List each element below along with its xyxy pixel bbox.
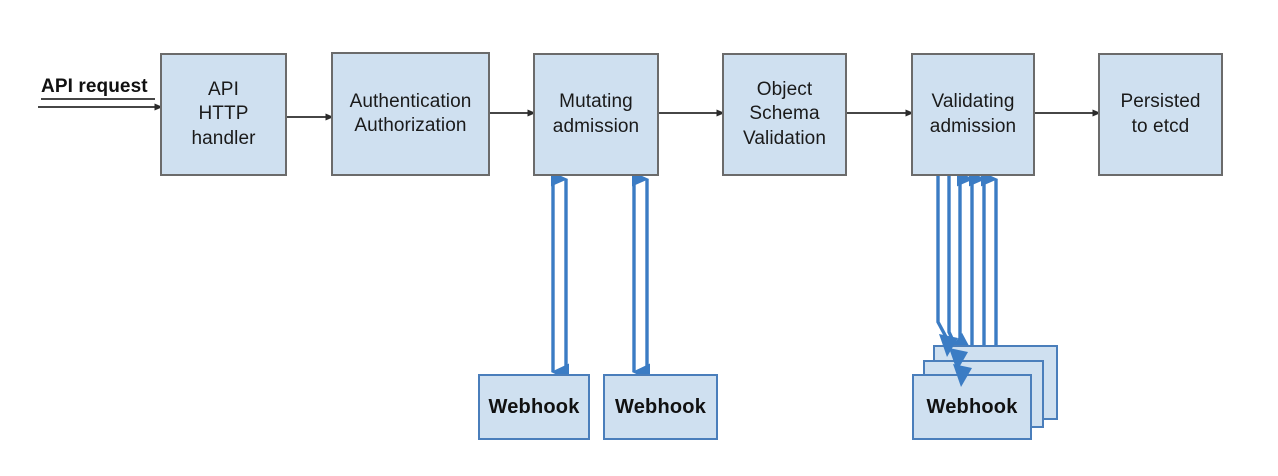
stage-box-persisted-to-etcd[interactable]: Persisted to etcd bbox=[1098, 53, 1223, 176]
webhook-arrow-validating-1-down bbox=[936, 176, 971, 349]
webhook-box-mutating-2[interactable]: Webhook bbox=[603, 374, 718, 440]
stage-label-persisted-to-etcd: Persisted to etcd bbox=[1120, 90, 1200, 139]
stage-line: Validating bbox=[931, 91, 1015, 113]
stage-line: handler bbox=[191, 127, 256, 149]
stage-line: Persisted bbox=[1120, 91, 1201, 113]
stage-label-authn-authz: Authentication Authorization bbox=[350, 90, 472, 139]
stage-box-authn-authz[interactable]: Authentication Authorization bbox=[331, 52, 490, 176]
stage-label-object-schema-validation: Object Schema Validation bbox=[743, 78, 826, 151]
webhook-label: Webhook bbox=[614, 395, 707, 418]
webhook-box-mutating-1[interactable]: Webhook bbox=[478, 374, 590, 440]
stage-line: HTTP bbox=[198, 103, 249, 125]
webhook-arrow-validating-2-down bbox=[947, 176, 981, 361]
stage-line: admission bbox=[552, 115, 640, 137]
stage-line: Authentication bbox=[349, 90, 472, 112]
stage-line: to etcd bbox=[1131, 115, 1190, 137]
stage-label-mutating-admission: Mutating admission bbox=[553, 90, 639, 139]
webhook-box-validating-stack-front[interactable]: Webhook bbox=[912, 374, 1032, 440]
stage-line: Object bbox=[756, 79, 813, 101]
stage-line: Mutating bbox=[559, 91, 633, 113]
webhook-label: Webhook bbox=[488, 395, 580, 418]
stage-label-api-http-handler: API HTTP handler bbox=[191, 78, 255, 151]
api-request-label: API request bbox=[41, 76, 148, 97]
stage-line: Schema bbox=[749, 103, 820, 125]
stage-line: Validation bbox=[742, 127, 827, 149]
stage-box-api-http-handler[interactable]: API HTTP handler bbox=[160, 53, 287, 176]
webhook-label: Webhook bbox=[926, 395, 1018, 418]
webhook-arrow-validating-3-down bbox=[958, 176, 992, 374]
stage-box-mutating-admission[interactable]: Mutating admission bbox=[533, 53, 659, 176]
stage-line: Authorization bbox=[354, 115, 467, 136]
stage-line: admission bbox=[929, 115, 1017, 137]
stage-label-validating-admission: Validating admission bbox=[930, 90, 1016, 139]
stage-box-validating-admission[interactable]: Validating admission bbox=[911, 53, 1035, 176]
stage-box-object-schema-validation[interactable]: Object Schema Validation bbox=[722, 53, 847, 176]
stage-line: API bbox=[208, 79, 239, 101]
